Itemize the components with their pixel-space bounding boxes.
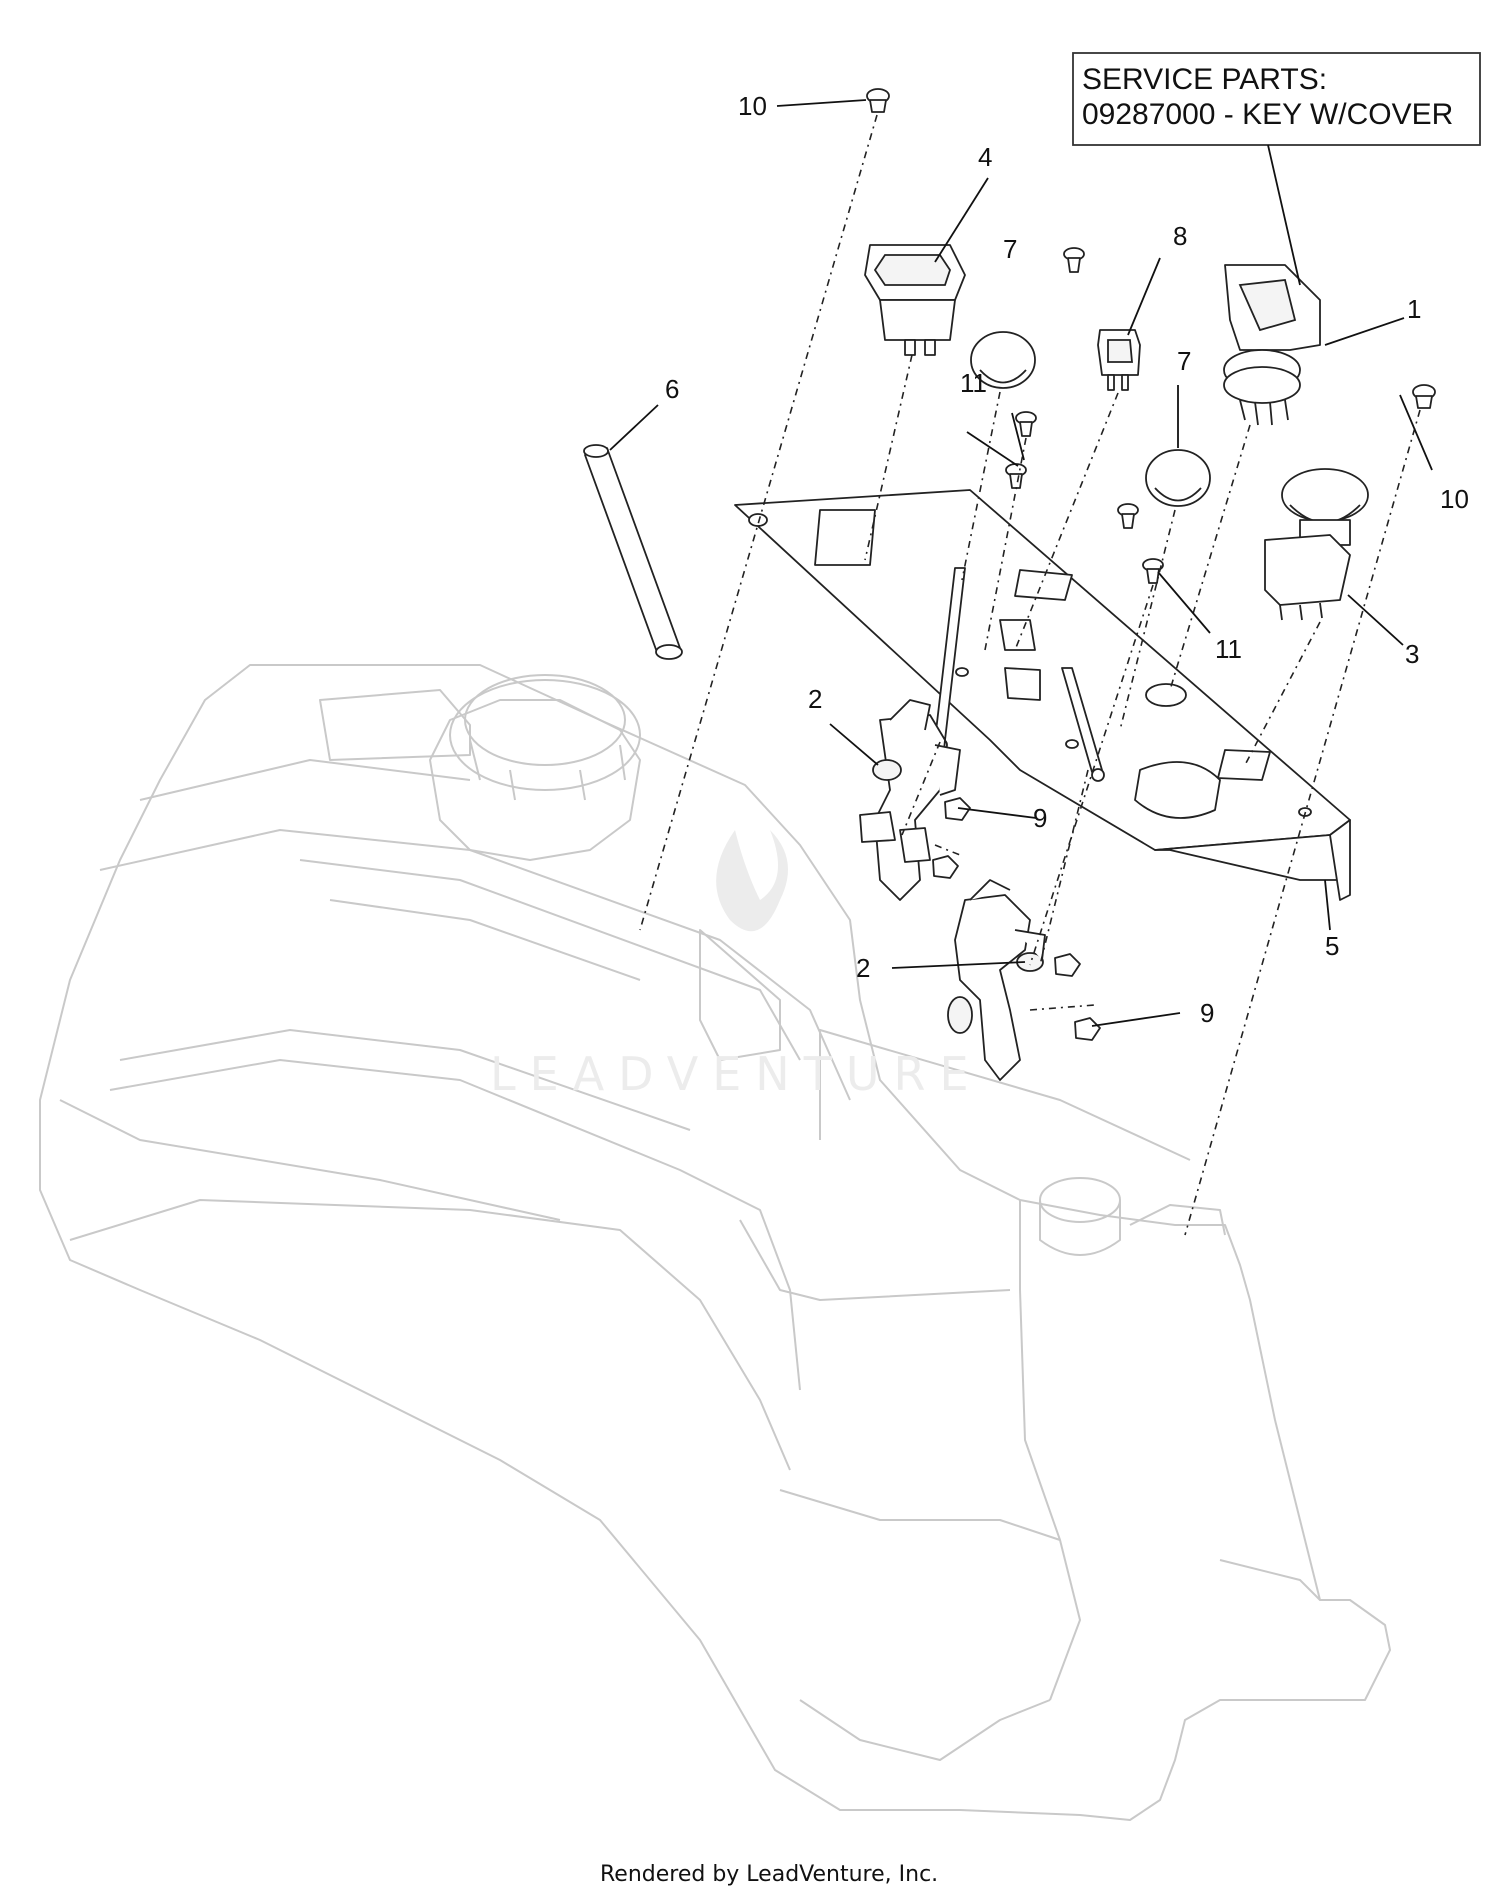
callout-8: 8 [1173, 221, 1187, 251]
watermark: LEADVENTURE [490, 830, 983, 1101]
ignition-switch-part-1 [1223, 264, 1321, 426]
service-parts-box: SERVICE PARTS: 09287000 - KEY W/COVER [1072, 52, 1481, 286]
bolt-part-a [1063, 247, 1085, 273]
nut-part-9-upper [932, 797, 971, 879]
bolt-right-part-10 [1412, 384, 1436, 409]
switch-part-8 [1097, 329, 1141, 391]
callout-9-upper: 9 [1033, 803, 1047, 833]
rocker-switch-part-4 [864, 244, 966, 356]
callout-7-left: 7 [1003, 234, 1017, 264]
assembly-lines [639, 114, 1421, 1236]
callout-6: 6 [665, 374, 679, 404]
callout-1: 1 [1407, 294, 1421, 324]
callout-2-upper: 2 [808, 684, 822, 714]
callout-7-right: 7 [1177, 346, 1191, 376]
service-parts-title: SERVICE PARTS: [1082, 63, 1327, 96]
watermark-text: LEADVENTURE [490, 1047, 983, 1101]
callout-leaders [609, 99, 1433, 1027]
pto-switch-part-3 [1264, 468, 1369, 621]
bolt-part-11c [1142, 558, 1164, 584]
switch-assembly-part-2-upper [859, 699, 961, 901]
callout-11-left: 11 [960, 368, 987, 398]
bolt-part-11b [1005, 463, 1027, 489]
callout-3: 3 [1405, 639, 1419, 669]
bolt-top-left-part-10 [866, 88, 890, 113]
tube-part-6 [583, 444, 683, 660]
bolt-part-11a [1015, 411, 1037, 437]
switch-assembly-part-2-lower [947, 879, 1046, 1081]
bolt-part-c [1117, 503, 1139, 529]
callout-10-right: 10 [1440, 484, 1469, 514]
callout-numbers: 10 4 7 8 1 6 11 7 10 11 3 2 9 5 2 9 [665, 91, 1469, 1028]
knob-part-7b [1145, 449, 1211, 507]
fuel-tank [39, 664, 1391, 1821]
nut-part-9-lower [1054, 953, 1101, 1041]
callout-2-lower: 2 [856, 953, 870, 983]
knob-part-7a [970, 331, 1036, 389]
callout-11-right: 11 [1215, 634, 1242, 664]
service-parts-key-cover: 09287000 - KEY W/COVER [1082, 98, 1453, 131]
callout-10-top: 10 [738, 91, 767, 121]
callout-5: 5 [1325, 931, 1339, 961]
callout-4: 4 [978, 142, 992, 172]
callout-9-lower: 9 [1200, 998, 1214, 1028]
footer-credit: Rendered by LeadVenture, Inc. [600, 1862, 938, 1887]
panel-part-5 [734, 489, 1351, 901]
